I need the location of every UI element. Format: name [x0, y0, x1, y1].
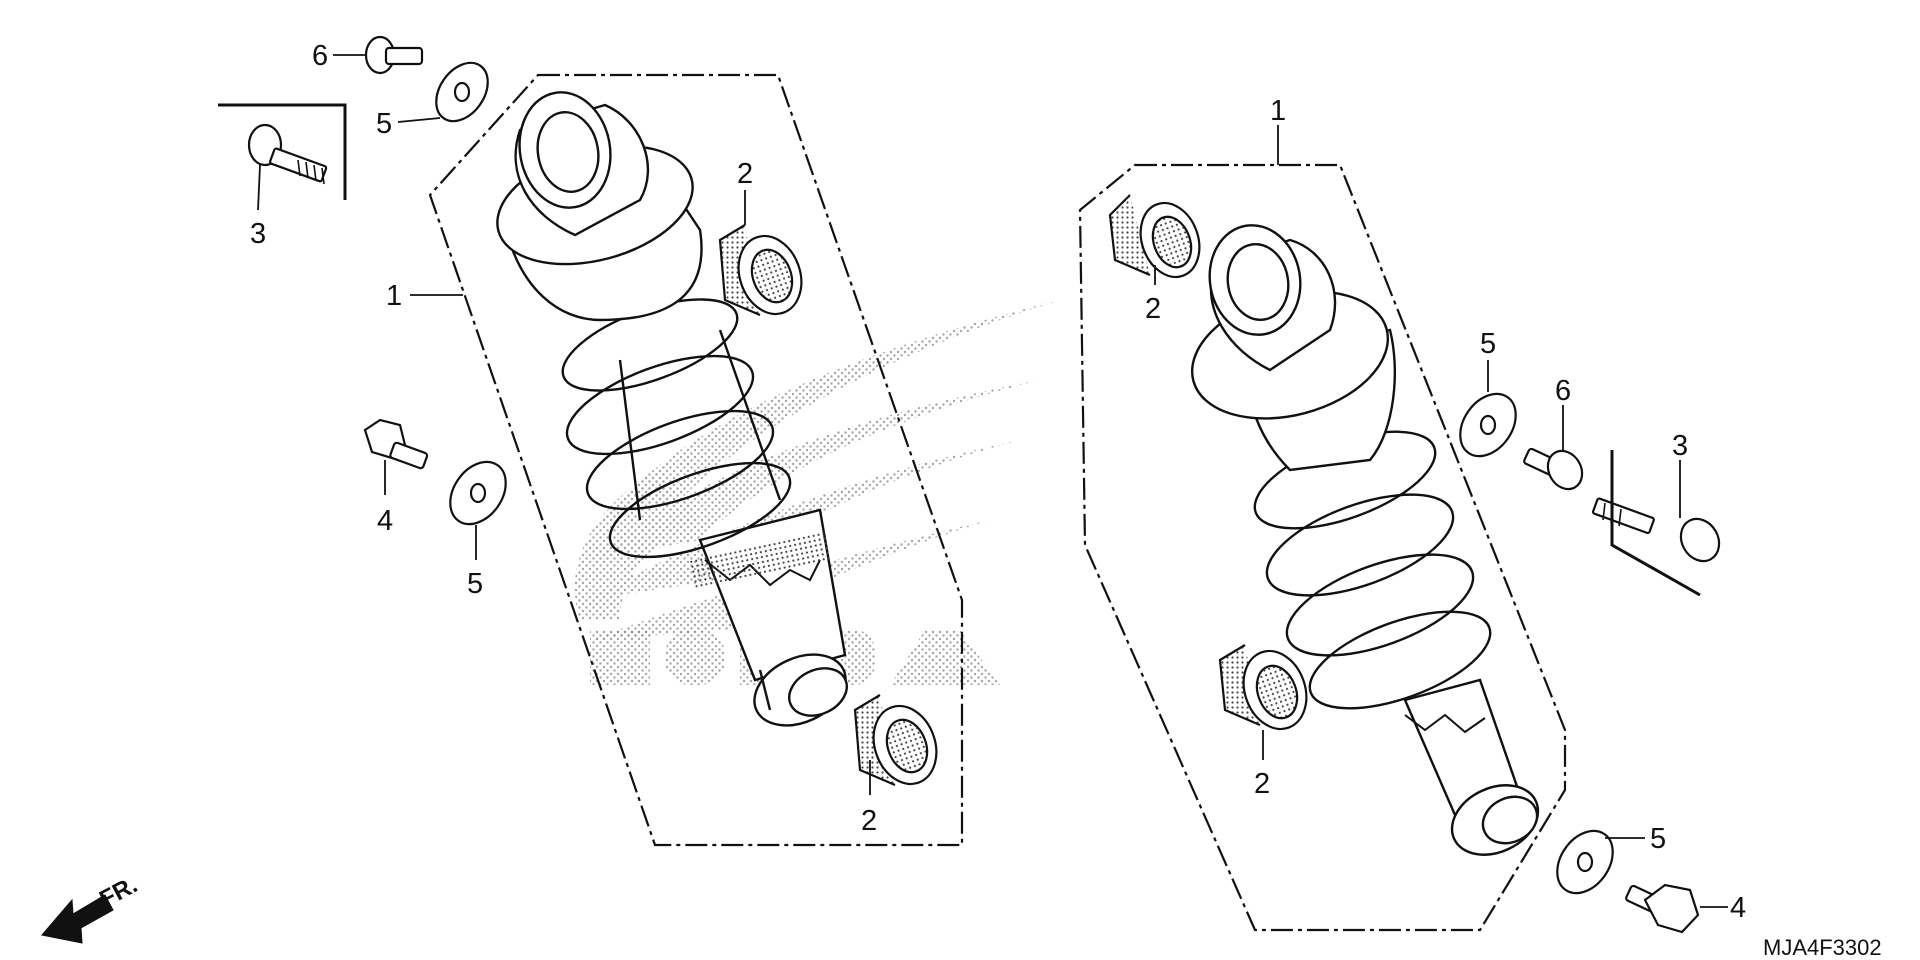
- callout-4: 4: [1730, 892, 1746, 924]
- left-lower-bushing: [853, 694, 938, 787]
- leader-lines: [257, 54, 1728, 908]
- right-assembly-boundary: [1078, 163, 1567, 932]
- front-direction-arrow: FR.: [41, 871, 142, 944]
- callout-6: 6: [1555, 375, 1571, 407]
- left-upper-washer: [435, 61, 489, 123]
- callout-2: 2: [861, 805, 877, 837]
- left-bolt-3: [247, 123, 328, 185]
- callout-1: 1: [386, 280, 402, 312]
- right-shock-absorber: [1190, 224, 1540, 856]
- arrow-left-icon: [41, 894, 114, 944]
- left-lower-washer: [449, 460, 507, 526]
- left-bolt-3-bracket: [218, 103, 347, 200]
- right-flange-bolt-6: [1523, 447, 1584, 491]
- callout-3: 3: [1672, 430, 1688, 462]
- callout-4: 4: [377, 505, 393, 537]
- callout-5: 5: [376, 108, 392, 140]
- left-flange-bolt-6: [364, 35, 424, 75]
- callout-3: 3: [250, 218, 266, 250]
- callout-2: 2: [737, 158, 753, 190]
- right-bolt-3-bracket: [1610, 450, 1701, 597]
- left-shock-absorber: [496, 91, 848, 727]
- right-upper-bushing: [1108, 194, 1201, 279]
- right-lower-washer: [1556, 829, 1614, 895]
- callout-5: 5: [1650, 823, 1666, 855]
- left-assembly-boundary: [428, 73, 964, 847]
- callout-1: 1: [1270, 95, 1286, 127]
- callout-labels: 6 5 3 1 2 4 5 2 1 2 5 6 3 2 5 4: [250, 40, 1746, 924]
- callout-2: 2: [1145, 293, 1161, 325]
- callout-2: 2: [1254, 768, 1270, 800]
- callout-5: 5: [1480, 328, 1496, 360]
- left-flange-bolt-4: [363, 418, 429, 470]
- right-upper-washer: [1459, 392, 1517, 458]
- right-flange-bolt-4: [1625, 883, 1700, 934]
- callout-5: 5: [467, 568, 483, 600]
- callout-6: 6: [312, 40, 328, 72]
- left-upper-bushing: [718, 224, 803, 317]
- drawing-code: MJA4F3302: [1763, 935, 1882, 960]
- right-lower-bushing: [1218, 644, 1308, 731]
- right-bolt-3: [1591, 497, 1721, 563]
